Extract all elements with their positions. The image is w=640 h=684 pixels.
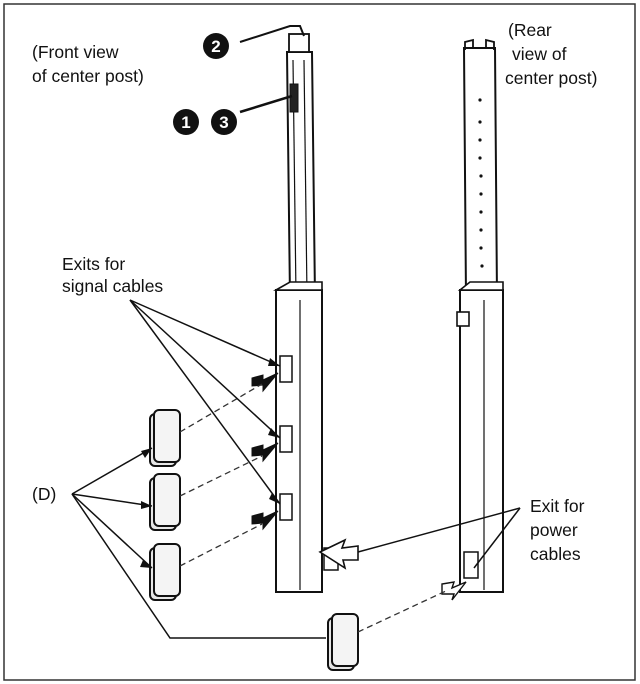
signal-exit-hole-1 xyxy=(279,355,293,383)
rear-view-label-line3: center post) xyxy=(505,68,597,88)
front-view-label-line1: (Front view xyxy=(32,42,119,62)
cover-plate-2 xyxy=(149,473,181,531)
dash-plate-3 xyxy=(179,523,263,567)
power-exit-label-line1: Exit for xyxy=(530,496,585,516)
badge-2-text: 2 xyxy=(211,37,220,56)
rear-power-exit-hole xyxy=(463,551,479,579)
rear-center-post xyxy=(456,38,504,593)
power-exit-label-line3: cables xyxy=(530,544,581,564)
rear-lower-tube xyxy=(459,289,504,593)
leader-badge-2 xyxy=(239,25,305,43)
badge-2: 2 xyxy=(203,33,229,59)
signal-exits-label-line1: Exits for xyxy=(62,254,125,274)
rear-view-label-line2: view of xyxy=(512,44,567,64)
leader-signal-2 xyxy=(129,299,281,439)
dash-plate-4 xyxy=(357,589,449,633)
leader-lines xyxy=(71,25,521,639)
badge-3: 3 xyxy=(211,109,237,135)
leader-signal-1 xyxy=(129,299,281,367)
signal-arrow-2 xyxy=(251,442,279,463)
leader-badge-3 xyxy=(239,94,293,114)
leader-d-1 xyxy=(71,447,153,495)
power-exit-label-line2: power xyxy=(530,520,578,540)
rear-top-cap xyxy=(464,38,495,50)
badge-3-text: 3 xyxy=(219,113,228,132)
rear-upper-tube xyxy=(462,47,499,299)
front-view-label-line2: of center post) xyxy=(32,66,144,86)
badge-1: 1 xyxy=(173,109,199,135)
leader-d-4 xyxy=(71,493,326,639)
front-collar xyxy=(272,281,323,291)
signal-exit-arrows xyxy=(251,372,279,531)
badge-3-circle xyxy=(211,109,237,135)
leader-signal-3 xyxy=(129,299,281,505)
cover-plate-4 xyxy=(327,613,359,671)
front-upper-tube-edge-2 xyxy=(303,59,308,297)
signal-exit-hole-3 xyxy=(279,493,293,521)
signal-arrow-1 xyxy=(251,372,279,393)
front-center-post xyxy=(272,33,339,593)
rear-power-arrow xyxy=(441,581,467,601)
cover-plate-3 xyxy=(149,543,181,601)
dash-plate-1 xyxy=(179,383,263,433)
cover-plate-1 xyxy=(149,409,181,467)
signal-arrow-3 xyxy=(251,510,279,531)
front-upper-slot xyxy=(289,83,299,113)
dash-plate-2 xyxy=(179,455,263,497)
signal-exits-label-line2: signal cables xyxy=(62,276,163,296)
cover-plates-d xyxy=(149,409,359,671)
signal-exit-hole-2 xyxy=(279,425,293,453)
alignment-dashes xyxy=(179,383,449,633)
leader-power-2 xyxy=(473,507,521,569)
leader-d-2 xyxy=(71,493,153,507)
front-top-cap xyxy=(288,33,310,53)
rear-collar xyxy=(457,281,504,291)
rear-adjustment-holes xyxy=(478,98,484,268)
badge-1-text: 1 xyxy=(181,113,190,132)
rear-view-label-line1: (Rear xyxy=(508,20,552,40)
part-d-label: (D) xyxy=(32,484,56,504)
rear-locking-knob xyxy=(456,311,470,327)
badge-2-circle xyxy=(203,33,229,59)
badge-1-circle xyxy=(173,109,199,135)
leader-d-3 xyxy=(71,493,153,569)
leader-power-1 xyxy=(357,507,521,553)
leader-arrowheads xyxy=(140,358,280,568)
front-power-arrow xyxy=(318,538,359,570)
